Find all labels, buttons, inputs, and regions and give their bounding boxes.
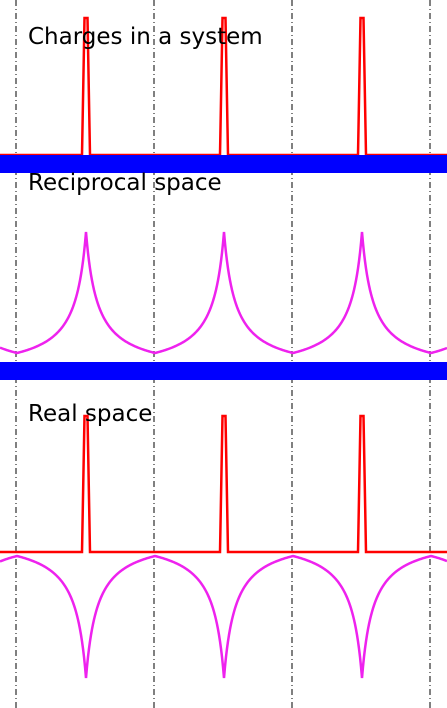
real-space-charge-spikes <box>0 414 447 554</box>
panel-reciprocal: Reciprocal space <box>0 170 447 355</box>
panel-real-title: Real space <box>28 401 152 427</box>
panel-charges-title: Charges in a system <box>28 24 263 50</box>
separator-band-bottom <box>0 362 447 380</box>
panel-real: Real space <box>0 401 447 679</box>
reciprocal-screening-curve <box>0 231 447 355</box>
vertical-guide-lines <box>15 0 431 708</box>
panel-reciprocal-title: Reciprocal space <box>28 170 222 196</box>
charge-spikes-curve <box>0 16 447 157</box>
separator-band-top <box>0 155 447 173</box>
panel-charges: Charges in a system <box>0 16 447 157</box>
real-space-negative-curve <box>0 554 447 679</box>
